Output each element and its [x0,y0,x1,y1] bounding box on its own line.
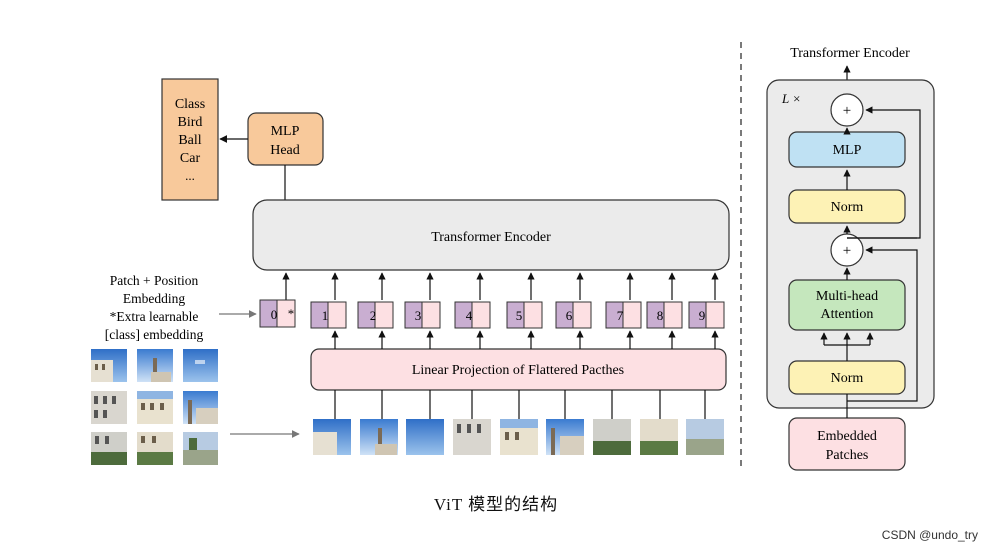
image-patch-row-8 [686,419,724,455]
patch-position-line-3: [class] embedding [105,327,204,342]
image-patch-row-6 [593,419,631,455]
mlp-head-line1: MLP [271,124,300,139]
token-5: 5 [506,301,543,329]
token-3-label: 3 [415,308,422,323]
class-label-3: Car [180,151,201,166]
token-class-mark: * [288,306,295,321]
residual-add-top [830,93,864,127]
residual-add-bottom-label: + [843,243,851,259]
token-0: 0 * [259,299,296,328]
projection-to-token-arrows [331,330,719,349]
patch-row [313,419,724,455]
token-6: 6 [555,301,592,329]
encoder-detail-connectors [820,106,921,418]
token-1: 1 [310,301,347,329]
encoder-input-arrows [282,272,719,300]
embedded-patches-line2: Patches [826,448,869,463]
mlp-head-line2: Head [270,143,300,158]
image-grid [91,349,218,465]
token-4: 4 [454,301,491,329]
token-3: 3 [404,301,441,329]
image-patch-grid-4 [137,391,173,424]
mlp-block-label: MLP [833,143,862,158]
token-1-label: 1 [322,308,329,323]
token-2: 2 [357,301,394,329]
token-7-label: 7 [617,308,624,323]
patch-position-line-1: Embedding [123,291,185,306]
norm-block-bottom-label: Norm [831,371,864,386]
image-patch-grid-6 [91,432,127,465]
image-patch-row-2 [406,419,444,455]
image-patch-grid-7 [137,432,173,465]
linear-projection-label: Linear Projection of Flattered Pacthes [412,363,624,378]
token-8: 8 [646,301,683,329]
image-patch-row-7 [640,419,678,455]
patch-position-line-2: *Extra learnable [110,309,199,324]
image-patch-grid-5 [183,391,218,424]
class-output-box [161,78,219,201]
encoder-detail-title: Transformer Encoder [790,46,910,61]
token-5-label: 5 [516,308,523,323]
residual-add-top-label: + [843,103,851,119]
token-9-label: 9 [699,308,706,323]
embedded-patches-line1: Embedded [817,429,877,444]
encoder-repeat-label: L × [781,91,801,106]
token-9: 9 [688,301,725,329]
image-patch-grid-3 [91,391,127,424]
transformer-encoder-box [252,199,730,271]
token-8-label: 8 [657,308,664,323]
token-4-label: 4 [466,308,473,323]
attention-block-line2: Attention [821,307,874,322]
norm-block-top-label: Norm [831,200,864,215]
image-patch-grid-0 [91,349,127,382]
image-patch-grid-8 [183,432,218,465]
class-label-4: ... [185,168,195,183]
patch-position-line-0: Patch + Position [110,273,199,288]
token-7: 7 [605,301,642,329]
attention-block-line1: Multi-head [816,289,878,304]
class-label-0: Class [175,97,205,112]
patch-to-projection-lines [334,390,706,419]
image-patch-row-1 [360,419,398,455]
image-patch-row-0 [313,419,351,455]
class-label-2: Ball [178,133,201,148]
image-patch-row-3 [453,419,491,455]
image-patch-row-4 [500,419,538,455]
image-patch-grid-1 [137,349,173,382]
token-0-label: 0 [271,307,278,322]
image-patch-grid-2 [183,349,218,382]
figure-caption: ViT 模型的结构 [433,495,559,514]
transformer-encoder-label: Transformer Encoder [431,230,551,245]
image-patch-row-5 [546,419,584,455]
class-label-1: Bird [178,115,203,130]
watermark: CSDN @undo_try [881,528,978,542]
attention-block [788,279,906,331]
token-2-label: 2 [370,308,377,323]
token-6-label: 6 [566,308,573,323]
